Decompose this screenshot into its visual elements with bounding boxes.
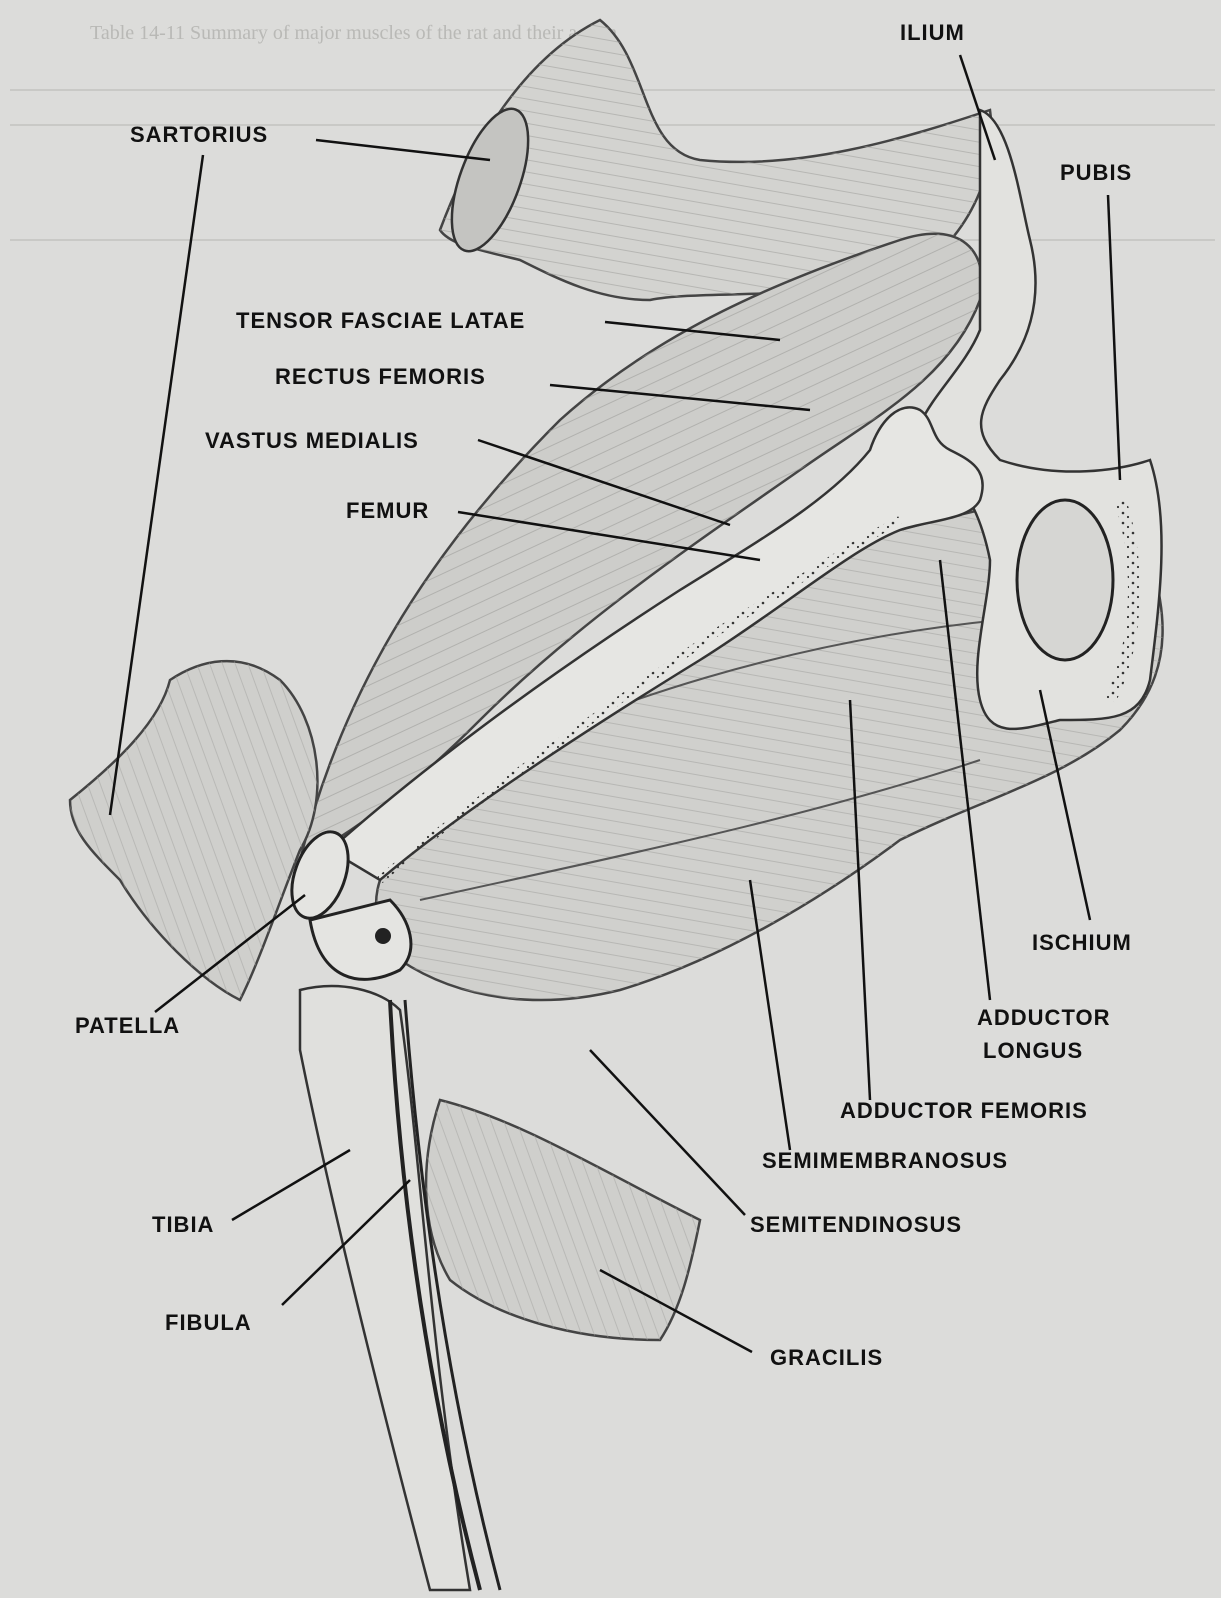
label-femur: FEMUR	[346, 498, 429, 524]
leader-sartorius-top	[316, 140, 490, 160]
label-tibia: TIBIA	[152, 1212, 214, 1238]
label-fibula: FIBULA	[165, 1310, 252, 1336]
label-pubis: PUBIS	[1060, 160, 1132, 186]
label-semitendinosus: SEMITENDINOSUS	[750, 1212, 962, 1238]
label-adductor-longus-line1: ADDUCTOR	[977, 1005, 1110, 1031]
label-adductor-longus-line2: LONGUS	[983, 1038, 1083, 1064]
label-ischium: ISCHIUM	[1032, 930, 1132, 956]
label-semimembranosus: SEMIMEMBRANOSUS	[762, 1148, 1008, 1174]
leader-pubis	[1108, 195, 1120, 480]
label-patella: PATELLA	[75, 1013, 180, 1039]
label-vastus-medialis: VASTUS MEDIALIS	[205, 428, 419, 454]
label-ilium: ILIUM	[900, 20, 965, 46]
label-sartorius: SARTORIUS	[130, 122, 268, 148]
label-rectus-femoris: RECTUS FEMORIS	[275, 364, 486, 390]
label-gracilis: GRACILIS	[770, 1345, 883, 1371]
label-tensor-fasciae-latae: TENSOR FASCIAE LATAE	[236, 308, 525, 334]
label-adductor-femoris: ADDUCTOR FEMORIS	[840, 1098, 1088, 1124]
